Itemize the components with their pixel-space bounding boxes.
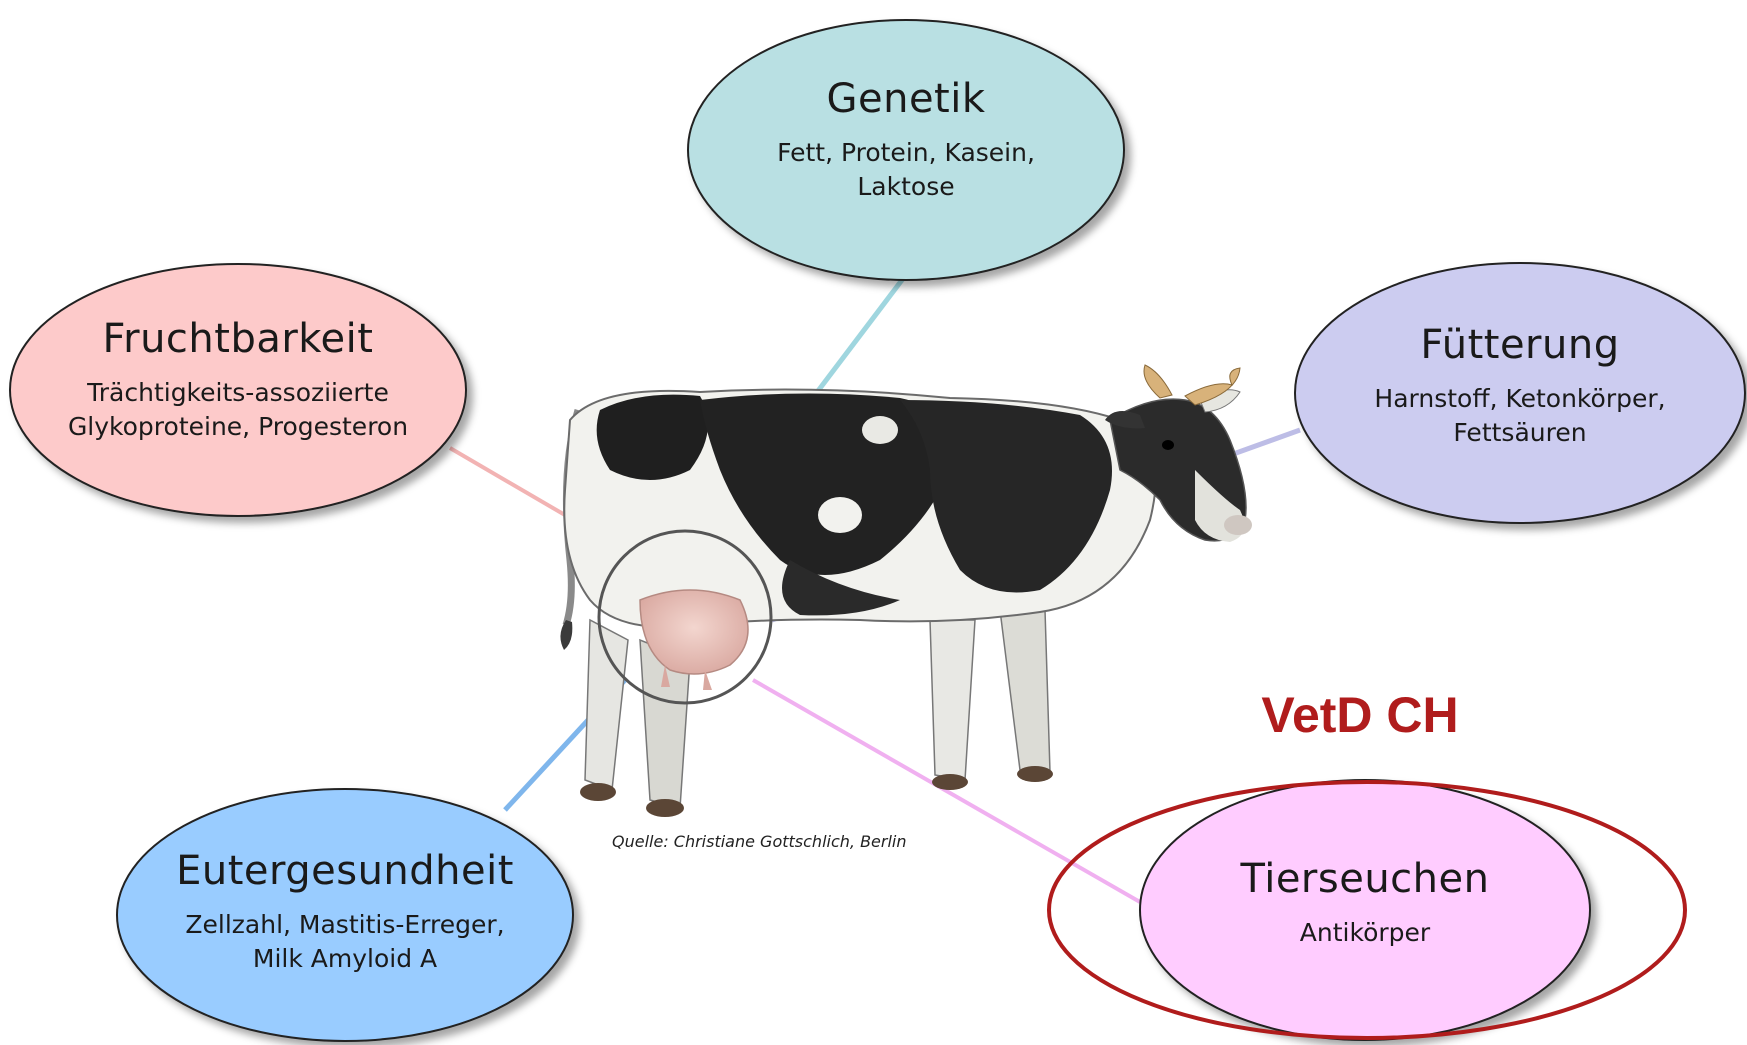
genetik-label: Genetik Fett, Protein, Kasein, Laktose — [716, 76, 1096, 204]
eutergesundheit-line-1: Zellzahl, Mastitis-Erreger, — [135, 908, 555, 942]
eutergesundheit-description: Zellzahl, Mastitis-Erreger, Milk Amyloid… — [135, 908, 555, 976]
fruchtbarkeit-title: Fruchtbarkeit — [28, 316, 448, 362]
holstein-cow-icon — [560, 365, 1252, 817]
eutergesundheit-title: Eutergesundheit — [135, 848, 555, 894]
fruchtbarkeit-line-2: Glykoproteine, Progesteron — [28, 410, 448, 444]
fruchtbarkeit-line-1: Trächtigkeits-assoziierte — [28, 376, 448, 410]
vetd-ch-label: VetD CH — [1230, 686, 1490, 744]
fuetterung-line-2: Fettsäuren — [1320, 416, 1720, 450]
tierseuchen-description: Antikörper — [1175, 916, 1555, 950]
genetik-line-1: Fett, Protein, Kasein, — [716, 136, 1096, 170]
tierseuchen-title: Tierseuchen — [1175, 856, 1555, 902]
eutergesundheit-label: Eutergesundheit Zellzahl, Mastitis-Erreg… — [135, 848, 555, 976]
genetik-description: Fett, Protein, Kasein, Laktose — [716, 136, 1096, 204]
fuetterung-title: Fütterung — [1320, 322, 1720, 368]
fruchtbarkeit-description: Trächtigkeits-assoziierte Glykoproteine,… — [28, 376, 448, 444]
fuetterung-label: Fütterung Harnstoff, Ketonkörper, Fettsä… — [1320, 322, 1720, 450]
genetik-title: Genetik — [716, 76, 1096, 122]
tierseuchen-line-1: Antikörper — [1175, 916, 1555, 950]
eutergesundheit-line-2: Milk Amyloid A — [135, 942, 555, 976]
tierseuchen-label: Tierseuchen Antikörper — [1175, 856, 1555, 950]
fuetterung-line-1: Harnstoff, Ketonkörper, — [1320, 382, 1720, 416]
genetik-line-2: Laktose — [716, 170, 1096, 204]
fruchtbarkeit-label: Fruchtbarkeit Trächtigkeits-assoziierte … — [28, 316, 448, 444]
fuetterung-description: Harnstoff, Ketonkörper, Fettsäuren — [1320, 382, 1720, 450]
source-credit: Quelle: Christiane Gottschlich, Berlin — [612, 832, 932, 851]
